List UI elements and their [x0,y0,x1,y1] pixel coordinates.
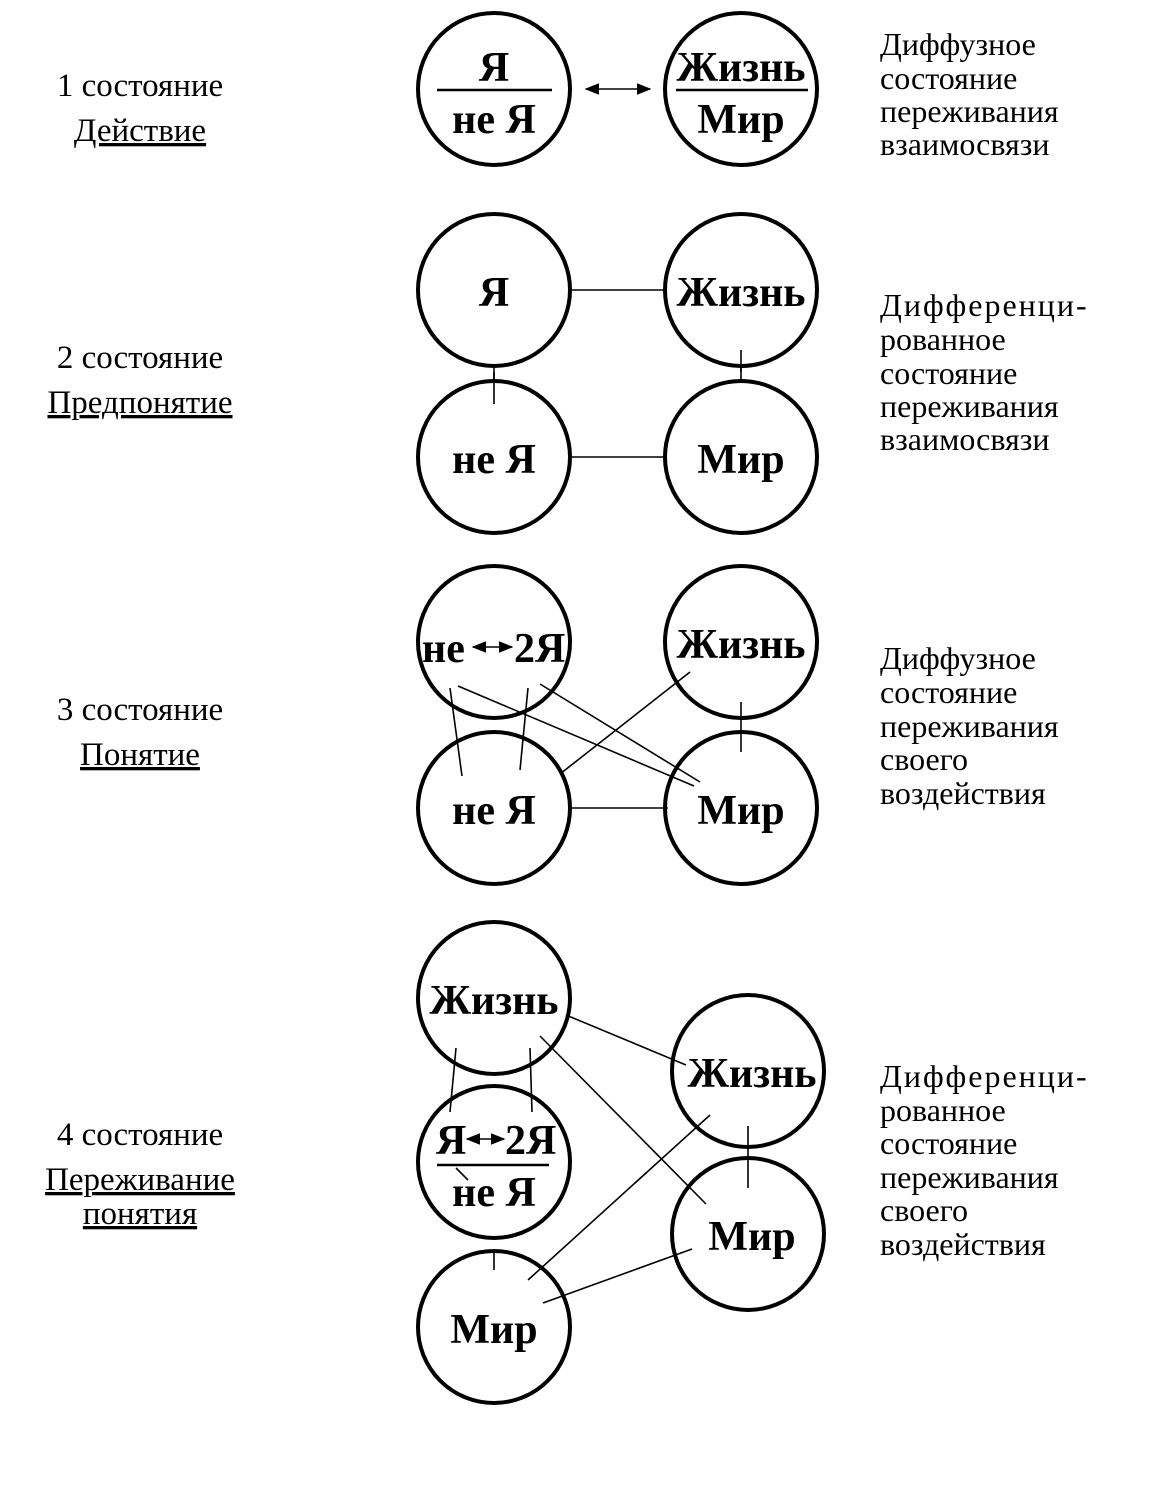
state-4-number-label: 4 состояние [57,1117,223,1153]
state-4-life-right-text: Жизнь [687,1051,816,1097]
state-2-life-text: Жизнь [676,270,805,316]
state-4-desc-line-4: переживания [880,1159,1059,1195]
state-3-link-e [559,671,691,775]
state-1-number-label: 1 состояние [57,68,223,104]
state-1-life-top-text: Жизнь [676,45,805,91]
state-4-notself-text: не Я [452,1170,536,1216]
state-4-name-line-1: Переживание [45,1162,235,1198]
state-3-desc-line-1: Диффузное [880,640,1036,676]
state-3-name: Понятие [80,737,200,773]
state-4-link-h [542,1248,693,1304]
state-3-link-d [539,683,701,783]
state-2-desc-line-2: рованное [880,321,1006,357]
state-3-desc-line-2: состояние [880,674,1017,710]
state-3-desc-line-4: своего [880,741,968,777]
state-4-self-2-node [416,1084,572,1240]
state-4-life-left-text: Жизнь [429,978,558,1024]
state-3-desc-line-3: переживания [880,708,1059,744]
state-4-link-c [455,1167,469,1181]
state-4: 4 состояние Переживание понятия Жизнь Я [45,920,1089,1405]
state-4-link-b [529,1047,533,1113]
state-2: 2 состояние Предпонятие Я не Я Жизнь Мир… [47,212,1089,535]
state-2-desc-line-4: переживания [880,388,1059,424]
state-4-desc-line-3: состояние [880,1125,1017,1161]
state-1-life-bottom-text: Мир [697,97,784,143]
state-1-desc-line-2: состояние [880,60,1017,96]
state-3-desc-line-5: воздействия [880,775,1046,811]
state-1-life-node: Жизнь Мир [663,11,819,167]
state-2-life-node: Жизнь [663,212,819,368]
state-1-desc-line-3: переживания [880,93,1059,129]
state-3-world-text: Мир [697,788,784,834]
state-2-name: Предпонятие [47,385,232,421]
state-1-desc-line-1: Диффузное [880,26,1036,62]
state-4-link-f [539,1035,707,1205]
state-3-2self-text: 2Я [514,626,565,672]
state-4-desc-line-1: Дифференци- [880,1058,1089,1094]
state-4-link-a [449,1047,457,1113]
state-4-link-g [527,1114,711,1281]
state-4-name-line-2: понятия [83,1196,197,1232]
state-3-link-a [449,687,463,777]
state-2-desc-line-3: состояние [880,355,1017,391]
state-1-desc-line-4: взаимосвязи [880,126,1050,162]
state-2-number-label: 2 состояние [57,340,223,376]
state-4-2self-text: 2Я [505,1118,556,1164]
state-2-notself-node: не Я [416,379,572,535]
state-1: 1 состояние Действие Я не Я Жизнь Мир Ди… [57,11,1059,167]
state-2-world-node: Мир [663,379,819,535]
state-4-self-text: Я [436,1118,466,1164]
state-3-not-text: не [422,626,465,672]
state-1-self-top-text: Я [479,45,509,91]
state-3-link-c [457,685,695,787]
state-4-description: Дифференци- рованное состояние переживан… [880,1058,1089,1262]
state-3: 3 состояние Понятие не 2Я не Я Жизнь Мир… [57,564,1059,886]
state-4-desc-line-5: своего [880,1192,968,1228]
state-4-world-right-text: Мир [708,1214,795,1260]
state-2-desc-line-1: Дифференци- [880,287,1089,323]
state-4-life-left-node [416,920,572,1076]
state-3-life-text: Жизнь [676,622,805,668]
state-3-link-b [519,687,529,771]
state-4-world-left-text: Мир [450,1307,537,1353]
state-1-name: Действие [74,113,206,149]
state-4-desc-line-2: рованное [880,1092,1006,1128]
state-1-self-node: Я не Я [416,11,572,167]
state-2-self-node: Я [416,212,572,368]
state-3-number-label: 3 состояние [57,692,223,728]
state-2-description: Дифференци- рованное состояние переживан… [880,287,1089,457]
state-4-desc-line-6: воздействия [880,1226,1046,1262]
state-2-notself-text: не Я [452,437,536,483]
state-2-world-text: Мир [697,437,784,483]
state-2-desc-line-5: взаимосвязи [880,421,1050,457]
state-1-self-bottom-text: не Я [452,97,536,143]
state-3-notself-text: не Я [452,788,536,834]
state-3-description: Диффузное состояние переживания своего в… [880,640,1059,811]
state-4-link-e [565,1014,687,1066]
state-2-self-text: Я [479,270,509,316]
state-1-description: Диффузное состояние переживания взаимосв… [880,26,1059,162]
